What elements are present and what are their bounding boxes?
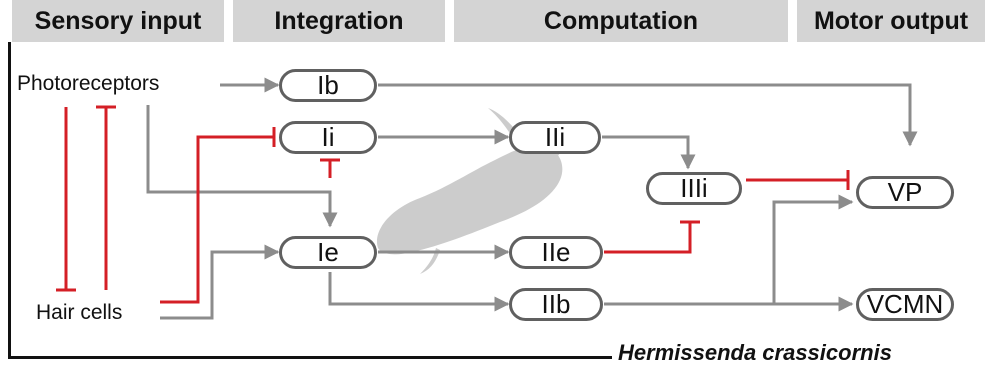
- excitatory-connections: [146, 77, 918, 320]
- edge-iib-vp: [772, 194, 854, 304]
- edge-photoreceptors-ie: [146, 105, 338, 228]
- photoreceptors-label: Photoreceptors: [17, 72, 160, 95]
- node-iib: IIb: [509, 288, 603, 321]
- edge-haircells-ii: [160, 135, 274, 304]
- node-ib: Ib: [279, 69, 377, 102]
- edge-haircells-ie: [160, 244, 280, 320]
- edge-ie-iib: [328, 272, 510, 312]
- node-iiii: IIIi: [646, 172, 742, 205]
- frame-bottom-border: [8, 356, 613, 359]
- edge-ib-vp: [378, 83, 918, 147]
- header-motor-output: Motor output: [797, 0, 985, 42]
- node-vp: VP: [856, 176, 954, 209]
- node-iii: IIi: [509, 121, 601, 154]
- node-ii: Ii: [279, 121, 377, 154]
- edge-iii-iiii: [602, 135, 696, 170]
- header-sensory-input: Sensory input: [12, 0, 224, 42]
- hair-cells-label: Hair cells: [36, 301, 123, 324]
- node-vcmn: VCMN: [856, 288, 954, 321]
- frame-left-border: [8, 42, 11, 358]
- header-integration: Integration: [233, 0, 445, 42]
- species-caption: Hermissenda crassicornis: [612, 340, 898, 366]
- node-ie: Ie: [279, 236, 377, 269]
- node-iie: IIe: [509, 236, 603, 269]
- edge-iie-iiii: [604, 222, 692, 254]
- header-computation: Computation: [454, 0, 788, 42]
- inhibitory-connections: [56, 105, 850, 304]
